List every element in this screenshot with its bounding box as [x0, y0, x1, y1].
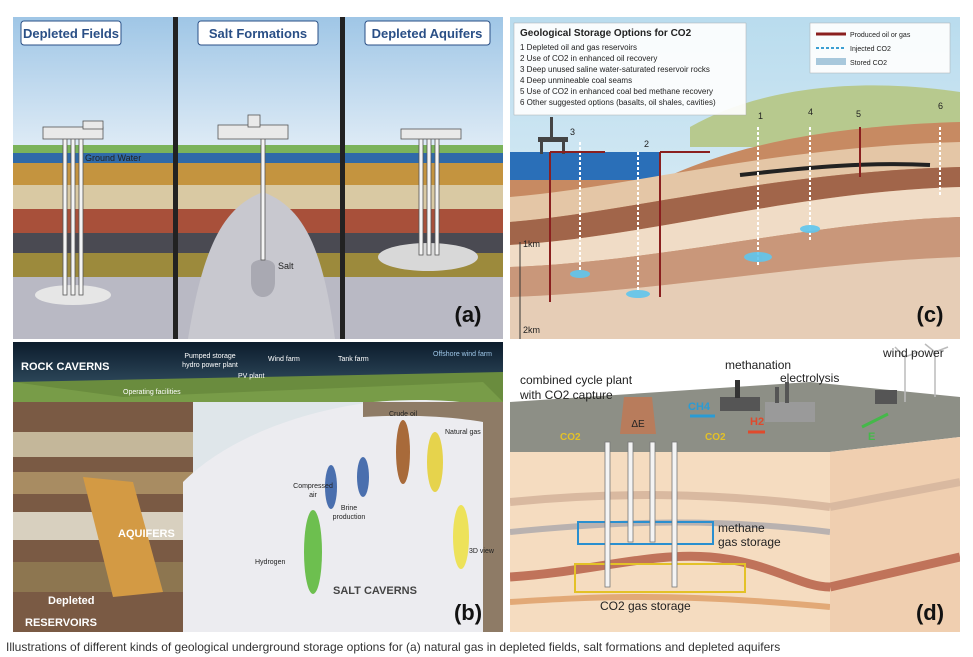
tab-salt-formations: Salt Formations — [209, 26, 307, 41]
option-1: 1 Depleted oil and gas reservoirs — [520, 43, 637, 52]
pumped-storage-label: Pumped storage — [184, 353, 235, 360]
reservoirs-label: RESERVOIRS — [25, 617, 97, 629]
tab-depleted-fields: Depleted Fields — [23, 26, 119, 41]
panel-a-depleted-fields-salt-aquifers: Depleted Fields Salt Formations Depleted… — [13, 17, 503, 339]
site-number-1: 1 — [758, 111, 763, 121]
aquifer-structure — [83, 477, 163, 597]
electrolysis-label: electrolysis — [780, 371, 839, 385]
brine-production-label-1: Brine — [341, 505, 357, 512]
panel-b-rock-salt-caverns: ROCK CAVERNS Pumped storage hydro power … — [13, 342, 503, 632]
hydro-power-plant-label: hydro power plant — [182, 362, 238, 369]
e-label: E — [868, 431, 875, 443]
panel-d-illustration: wind power methanation electrolysis comb… — [510, 343, 960, 632]
storage-options-box: Geological Storage Options for CO2 1 Dep… — [513, 22, 747, 116]
surface-block — [510, 382, 960, 452]
delta-e-label: ΔE — [631, 419, 645, 430]
figure-caption: Illustrations of different kinds of geol… — [6, 640, 781, 654]
panel-a-label: (a) — [455, 302, 482, 327]
panel-c-illustration: Geological Storage Options for CO2 1 Dep… — [510, 17, 960, 339]
wind-power-label: wind power — [882, 346, 944, 360]
hydrogen-label: Hydrogen — [255, 559, 285, 566]
ch4-label: CH4 — [688, 401, 711, 413]
panel-c-label: (c) — [917, 302, 944, 327]
option-6: 6 Other suggested options (basalts, oil … — [520, 98, 716, 107]
methanation-label: methanation — [725, 358, 791, 372]
depth-1km: 1km — [523, 239, 540, 249]
h2-label: H2 — [750, 416, 764, 428]
salt-cavern — [251, 259, 275, 297]
wind-turbines — [894, 343, 949, 402]
compressed-air-label-1: Compressed — [293, 483, 333, 490]
site-number-2: 2 — [644, 139, 649, 149]
operating-facilities-label: Operating facilities — [123, 389, 181, 396]
crude-oil-cavern — [396, 420, 410, 484]
legend-produced: Produced oil or gas — [850, 32, 911, 39]
methane-storage-box — [577, 521, 714, 545]
salt-cavern-region — [183, 400, 503, 632]
offshore-wind-farm-label: Offshore wind farm — [433, 351, 492, 358]
aquifer-reservoir — [378, 243, 478, 271]
co2-storage-box — [574, 563, 746, 593]
tank-farm-label: Tank farm — [338, 356, 369, 363]
panel-b-illustration: ROCK CAVERNS Pumped storage hydro power … — [13, 342, 503, 632]
legend-stored-swatch — [816, 58, 846, 65]
compressed-air-cavern — [325, 465, 337, 509]
3d-view-cavern — [453, 505, 469, 569]
rock-caverns-label: ROCK CAVERNS — [21, 361, 109, 373]
crude-oil-label: Crude oil — [389, 411, 417, 418]
panel-a-illustration: Depleted Fields Salt Formations Depleted… — [13, 17, 503, 339]
hydrogen-cavern — [304, 510, 322, 594]
site-number-3: 3 — [570, 127, 575, 137]
panel-c-legend: Produced oil or gas Injected CO2 Stored … — [809, 22, 951, 74]
option-3: 3 Deep unused saline water-saturated res… — [520, 65, 710, 74]
brine-cavern — [357, 457, 369, 497]
option-4: 4 Deep unmineable coal seams — [520, 76, 632, 85]
depleted-label: Depleted — [48, 595, 94, 607]
aquifers-label: AQUIFERS — [118, 528, 175, 540]
electrolysis-plant — [765, 382, 815, 422]
option-5: 5 Use of CO2 in enhanced coal bed methan… — [520, 87, 713, 96]
compressed-air-label-2: air — [309, 492, 317, 499]
site-number-6: 6 — [938, 101, 943, 111]
natural-gas-label: Natural gas — [445, 429, 481, 436]
3d-view-label: 3D view — [469, 548, 495, 555]
cooling-tower — [620, 397, 656, 434]
methanation-plant — [720, 397, 760, 411]
pv-plant-label: PV plant — [238, 373, 265, 380]
depth-2km: 2km — [523, 325, 540, 335]
methane-storage-label-1: methane — [718, 521, 765, 535]
combined-cycle-plant-label-2: with CO2 capture — [519, 388, 613, 402]
co2-storage-label: CO2 gas storage — [600, 599, 691, 613]
e-arrow — [861, 412, 889, 429]
panel-a-tabs: Depleted Fields Salt Formations Depleted… — [20, 20, 491, 46]
combined-cycle-plant-label-1: combined cycle plant — [520, 373, 633, 387]
option-2: 2 Use of CO2 in enhanced oil recovery — [520, 54, 657, 63]
salt-label: Salt — [278, 261, 294, 271]
site-number-5: 5 — [856, 109, 861, 119]
wind-farm-label: Wind farm — [268, 356, 300, 363]
ground-water-label: Ground Water — [85, 153, 141, 163]
storage-options-title: Geological Storage Options for CO2 — [520, 28, 692, 39]
co2-label-left: CO2 — [560, 432, 581, 443]
brine-production-label-2: production — [333, 514, 366, 521]
panel-c-co2-storage-options: Geological Storage Options for CO2 1 Dep… — [510, 17, 960, 339]
salt-caverns-label: SALT CAVERNS — [333, 585, 417, 597]
legend-stored: Stored CO2 — [850, 60, 887, 67]
panel-d-label: (d) — [916, 600, 944, 625]
natural-gas-cavern — [427, 432, 443, 492]
co2-label-right: CO2 — [705, 432, 726, 443]
tab-depleted-aquifers: Depleted Aquifers — [372, 26, 483, 41]
site-number-4: 4 — [808, 107, 813, 117]
panel-b-label: (b) — [454, 600, 482, 625]
panel-d-power-to-gas-storage: wind power methanation electrolysis comb… — [510, 342, 960, 632]
legend-injected: Injected CO2 — [850, 46, 891, 53]
methane-storage-label-2: gas storage — [718, 535, 781, 549]
